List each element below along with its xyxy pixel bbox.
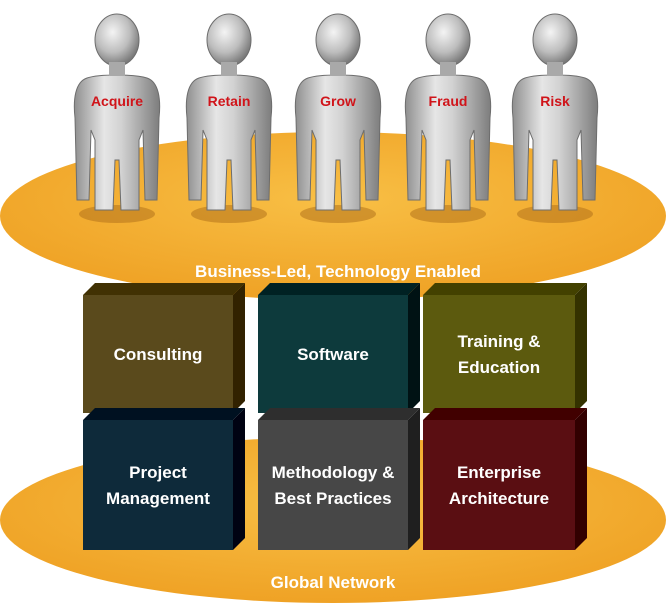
block-training: Training & Education bbox=[423, 283, 587, 413]
block-software: Software bbox=[258, 283, 420, 413]
block-top-face bbox=[83, 283, 245, 295]
top-platform-label: Business-Led, Technology Enabled bbox=[195, 262, 481, 281]
block-label: Project bbox=[129, 463, 187, 482]
figure-neck bbox=[221, 62, 237, 76]
block-front-face bbox=[423, 420, 575, 550]
block-top-face bbox=[423, 283, 587, 295]
figure-body bbox=[73, 74, 161, 211]
figure-risk: Risk bbox=[511, 13, 599, 223]
block-methodology: Methodology & Best Practices bbox=[258, 408, 420, 550]
figure-neck bbox=[440, 62, 456, 76]
block-label: Architecture bbox=[449, 489, 549, 508]
figure-head bbox=[94, 13, 140, 67]
figure-head bbox=[315, 13, 361, 67]
block-label: Training & bbox=[457, 332, 540, 351]
block-label: Software bbox=[297, 345, 369, 364]
figure-label-acquire: Acquire bbox=[91, 93, 143, 109]
figure-retain: Retain bbox=[185, 13, 273, 223]
figure-neck bbox=[109, 62, 125, 76]
block-label: Management bbox=[106, 489, 210, 508]
figure-acquire: Acquire bbox=[73, 13, 161, 223]
figure-shadow bbox=[191, 205, 267, 223]
figure-label-fraud: Fraud bbox=[429, 93, 468, 109]
people-figures: Acquire Retain Grow Fraud Risk bbox=[73, 13, 599, 223]
block-side-face bbox=[575, 408, 587, 550]
figure-shadow bbox=[79, 205, 155, 223]
block-top-face bbox=[83, 408, 245, 420]
block-label: Best Practices bbox=[274, 489, 391, 508]
block-top-face bbox=[423, 408, 587, 420]
block-label: Consulting bbox=[114, 345, 203, 364]
block-front-face bbox=[83, 420, 233, 550]
block-front-face bbox=[83, 295, 233, 413]
block-label: Methodology & bbox=[272, 463, 395, 482]
block-label: Enterprise bbox=[457, 463, 541, 482]
block-front-face bbox=[258, 420, 408, 550]
figure-neck bbox=[547, 62, 563, 76]
figure-body bbox=[404, 74, 492, 211]
figure-head bbox=[532, 13, 578, 67]
figure-grow: Grow bbox=[294, 13, 382, 223]
figure-body bbox=[294, 74, 382, 211]
block-top-face bbox=[258, 408, 420, 420]
block-side-face bbox=[408, 283, 420, 413]
figure-shadow bbox=[517, 205, 593, 223]
block-front-face bbox=[258, 295, 408, 413]
figure-body bbox=[511, 74, 599, 211]
block-side-face bbox=[233, 283, 245, 413]
block-label: Education bbox=[458, 358, 540, 377]
block-front-face bbox=[423, 295, 575, 413]
figure-label-retain: Retain bbox=[208, 93, 251, 109]
service-blocks: Consulting Software Training & EducationPro… bbox=[83, 283, 587, 550]
block-consulting: Consulting bbox=[83, 283, 245, 413]
block-side-face bbox=[575, 283, 587, 413]
block-side-face bbox=[408, 408, 420, 550]
figure-neck bbox=[330, 62, 346, 76]
figure-label-grow: Grow bbox=[320, 93, 356, 109]
block-side-face bbox=[233, 408, 245, 550]
figure-shadow bbox=[410, 205, 486, 223]
figure-fraud: Fraud bbox=[404, 13, 492, 223]
block-top-face bbox=[258, 283, 420, 295]
global-network-label: Global Network bbox=[271, 573, 396, 592]
figure-shadow bbox=[300, 205, 376, 223]
figure-head bbox=[206, 13, 252, 67]
figure-label-risk: Risk bbox=[540, 93, 570, 109]
figure-head bbox=[425, 13, 471, 67]
figure-body bbox=[185, 74, 273, 211]
